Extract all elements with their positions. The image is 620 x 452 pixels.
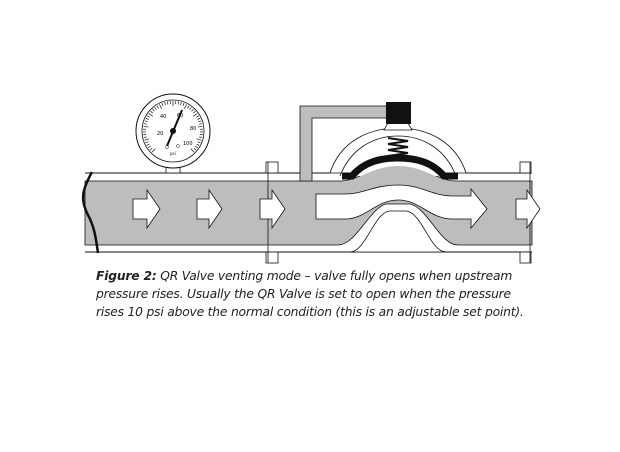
gauge-tick [197, 117, 201, 120]
gauge-tick [164, 102, 166, 106]
gauge-tick [167, 101, 169, 105]
bonnet-nut [383, 122, 413, 131]
gauge-tick [197, 141, 201, 144]
gauge-tick [184, 104, 187, 109]
gauge-tick [151, 148, 156, 153]
diaphragm [342, 154, 458, 180]
gauge-tick [193, 147, 197, 151]
gauge-unit: psi [170, 151, 176, 156]
gauge-tick [143, 123, 147, 125]
gauge-tick [144, 120, 148, 123]
gauge-tick [149, 147, 153, 151]
gauge-tick [177, 101, 179, 105]
figure-caption: Figure 2: QR Valve venting mode – valve … [96, 267, 546, 321]
pressure-gauge: 20 40 60 80 100 psi [135, 93, 211, 174]
flow-arrow [132, 188, 161, 230]
gauge-tick [146, 115, 150, 118]
valve-seat [349, 210, 447, 253]
flow-arrows [132, 184, 541, 230]
gauge-tick [196, 138, 202, 141]
flow-under-diaphragm [344, 166, 452, 181]
spring [387, 137, 409, 157]
gauge-tick [190, 148, 195, 153]
gauge-tick [143, 136, 147, 138]
flow-arrow [515, 188, 541, 230]
gauge-tick [196, 115, 200, 118]
gauge-tick [193, 113, 198, 117]
gauge-tick [144, 138, 150, 141]
flow-arrow [259, 188, 286, 230]
gauge-label: 100 [183, 141, 193, 147]
flow-arrow [196, 188, 223, 230]
pilot-actuator-box [386, 102, 411, 124]
figure-label: Figure 2: [96, 269, 157, 283]
gauge-tick [196, 143, 200, 146]
gauge-tick [146, 143, 150, 146]
gauge-tick [150, 110, 153, 114]
gauge-tick [199, 136, 203, 138]
gauge-tick [156, 105, 159, 109]
caption-line: rises 10 psi above the normal condition … [96, 305, 524, 319]
gauge-label: 80 [190, 126, 196, 132]
gauge-tick [182, 102, 185, 107]
gauge-tick [193, 110, 196, 114]
gauge-needle [166, 109, 183, 147]
gauge-tick [159, 104, 162, 109]
gauge-tick [147, 145, 151, 149]
gauge-tick [154, 107, 157, 110]
gauge-tick [199, 123, 203, 125]
caption-line: pressure rises. Usually the QR Valve is … [96, 287, 511, 301]
gauge-tick [143, 125, 149, 128]
gauge-tick [189, 107, 192, 110]
gauge-tick [152, 108, 155, 112]
gauge-tick [148, 113, 153, 117]
gauge-tick [180, 102, 182, 106]
gauge-tick [187, 105, 190, 109]
flow-arrow [315, 184, 488, 230]
gauge-label: 20 [157, 131, 163, 137]
gauge-tick [195, 145, 199, 149]
gauge-tick [145, 117, 149, 120]
gauge-tick [191, 108, 194, 112]
caption-line: QR Valve venting mode – valve fully open… [160, 269, 513, 283]
gauge-tick [197, 125, 203, 128]
pipe-break-edge [81, 171, 100, 254]
gauge-tick [145, 141, 149, 144]
gauge-tick [161, 102, 164, 107]
gauge-tick [198, 120, 202, 123]
gauge-label: 40 [160, 114, 166, 120]
